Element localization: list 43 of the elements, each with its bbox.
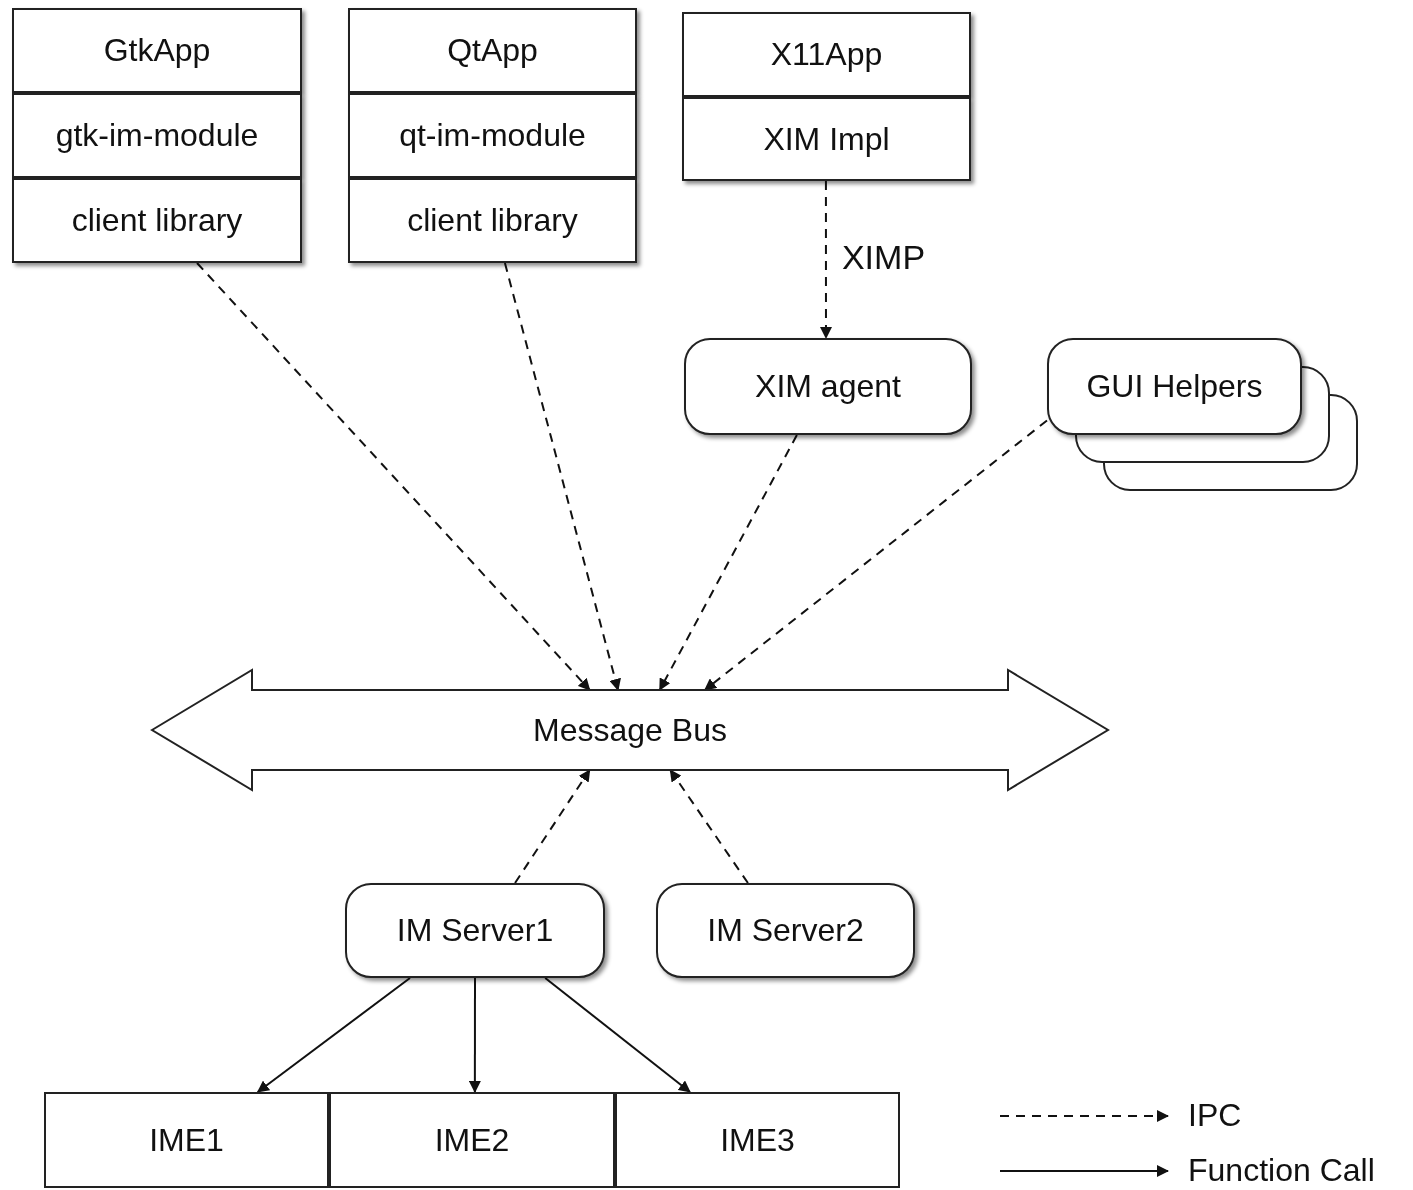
- node-label: XIM Impl: [763, 120, 890, 158]
- node-label: gtk-im-module: [55, 117, 259, 154]
- arrow: [503, 262, 621, 691]
- stacked-box-row: [348, 93, 637, 178]
- legend-label: Function Call: [1188, 1152, 1375, 1189]
- node-label: IM Server1: [396, 912, 554, 949]
- node-label: IM Server2: [707, 912, 864, 949]
- rounded-box: [656, 883, 915, 978]
- arrow: [256, 977, 411, 1093]
- table-box: [329, 1092, 615, 1188]
- node-label: GUI Helpers: [1086, 368, 1263, 405]
- arrow: [669, 769, 749, 884]
- node-label: qt-im-module: [399, 117, 586, 154]
- node-label: IME2: [434, 1121, 510, 1159]
- node-label: X11App: [770, 36, 883, 73]
- node-label: client library: [407, 202, 578, 239]
- table-box: [44, 1092, 329, 1188]
- rounded-box: [684, 338, 972, 435]
- node-label: XIM agent: [755, 368, 901, 405]
- node-label: IME1: [149, 1121, 224, 1159]
- arrow: [514, 769, 591, 884]
- rounded-box: [345, 883, 605, 978]
- node-label: IME3: [720, 1121, 795, 1159]
- node-label: Message Bus: [533, 711, 727, 749]
- arrow: [468, 977, 481, 1093]
- legend-label: IPC: [1188, 1097, 1242, 1134]
- stacked-box-row: [12, 8, 302, 93]
- stacked-box-row: [12, 93, 302, 178]
- stacked-box-row: [348, 8, 637, 93]
- stacked-box-row: [682, 97, 971, 181]
- stacked-box-row: [12, 178, 302, 263]
- arrow: [820, 180, 832, 339]
- node-label: GtkApp: [103, 32, 211, 69]
- table-box: [615, 1092, 900, 1188]
- node-label: client library: [71, 202, 243, 239]
- arrow: [703, 419, 1048, 691]
- arrow: [544, 977, 691, 1093]
- arrow: [196, 262, 591, 691]
- stacked-box-row: [682, 12, 971, 97]
- arrow: [658, 434, 798, 691]
- rounded-box: [1047, 338, 1302, 435]
- node-label: QtApp: [447, 32, 538, 69]
- stacked-box-row: [348, 178, 637, 263]
